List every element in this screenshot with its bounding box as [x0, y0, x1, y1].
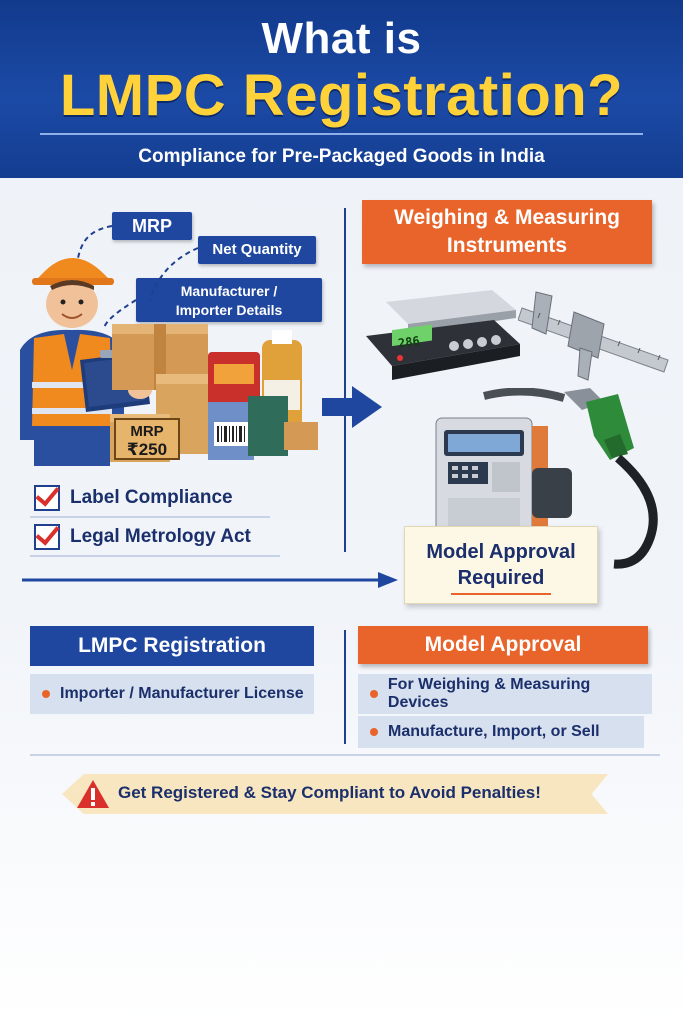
check-label: Label Compliance: [70, 487, 233, 508]
checkbox-checked-icon: [34, 485, 60, 511]
header-banner: [0, 0, 683, 178]
section-divider: [30, 754, 660, 756]
subtitle: Compliance for Pre-Packaged Goods in Ind…: [138, 146, 545, 167]
vertical-divider: [344, 208, 346, 552]
tag-manufacturer-details: Manufacturer / Importer Details: [136, 278, 322, 322]
checkbox-checked-icon: [34, 524, 60, 550]
model-item-label: For Weighing & Measuring Devices: [387, 676, 591, 711]
scale-display: 286: [397, 333, 421, 351]
model-item-manufacture: Manufacture, Import, or Sell: [358, 716, 644, 748]
model-item-label: Manufacture, Import, or Sell: [388, 723, 600, 740]
bullet-dot-icon: [370, 690, 378, 698]
warning-text: Get Registered & Stay Compliant to Avoid…: [118, 783, 541, 802]
dashed-connectors: [77, 225, 199, 329]
tag-mrp: MRP: [112, 212, 192, 240]
price-tag: MRP ₹250: [114, 418, 180, 460]
model-required-line2: Required: [457, 567, 545, 589]
bullet-dot-icon: [370, 728, 378, 736]
underline: [30, 555, 280, 557]
arrow-right-icon: [322, 386, 382, 428]
warning-banner: [62, 774, 608, 814]
price-tag-value: ₹250: [126, 440, 168, 459]
arrow-long-right-icon: [22, 572, 398, 588]
instruments-banner: Weighing & Measuring Instruments: [362, 200, 652, 264]
header-divider: [40, 133, 643, 135]
title-line-2: LMPC Registration?: [59, 63, 624, 128]
model-approval-required-box: Model Approval Required: [404, 526, 598, 604]
lmpc-item-label: Importer / Manufacturer License: [60, 685, 304, 702]
weighing-scale-illustration: [366, 290, 520, 380]
bullet-dot-icon: [42, 690, 50, 698]
check-label: Legal Metrology Act: [70, 526, 251, 547]
orange-underline: [451, 593, 551, 595]
title-line-1: What is: [261, 14, 422, 63]
tag-manufacturer-line1: Manufacturer /: [180, 283, 278, 299]
tag-net-quantity: Net Quantity: [198, 236, 316, 264]
price-tag-label: MRP: [130, 423, 164, 440]
tag-manufacturer-line2: Importer Details: [175, 302, 283, 318]
model-item-devices: For Weighing & Measuring Devices: [358, 674, 652, 714]
instruments-line2: Instruments: [446, 234, 568, 257]
lmpc-item: Importer / Manufacturer License: [30, 674, 314, 714]
lmpc-registration-heading: LMPC Registration: [30, 626, 314, 666]
bottom-vertical-divider: [344, 630, 346, 744]
model-approval-heading: Model Approval: [358, 626, 648, 664]
check-legal-metrology: Legal Metrology Act: [34, 524, 251, 550]
underline: [30, 516, 270, 518]
check-label-compliance: Label Compliance: [34, 485, 233, 511]
caliper-illustration: [518, 291, 669, 381]
instruments-line1: Weighing & Measuring: [394, 206, 620, 229]
warning-triangle-icon: [77, 780, 109, 808]
model-required-line1: Model Approval: [426, 541, 576, 563]
